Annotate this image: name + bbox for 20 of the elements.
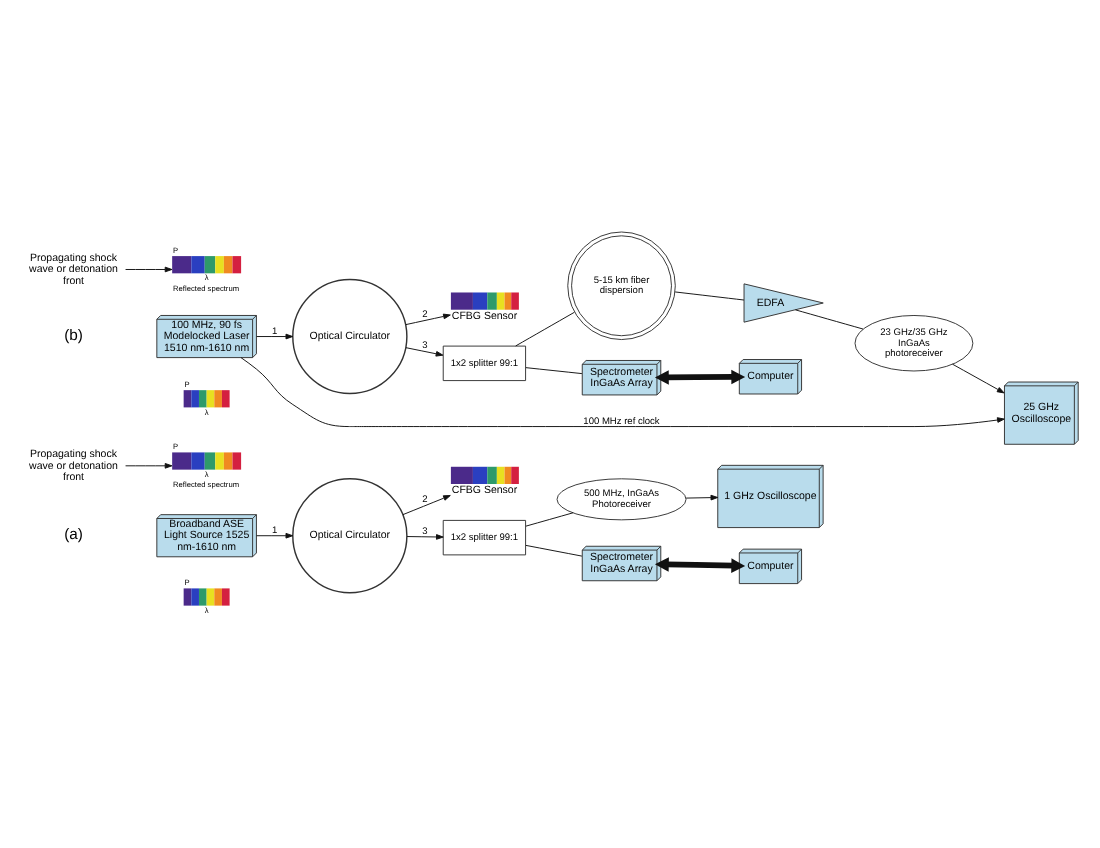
- arrow: [402, 495, 451, 516]
- connector: [515, 311, 575, 347]
- arrow: [654, 369, 746, 385]
- arrow: [125, 266, 173, 273]
- connector: [525, 512, 574, 527]
- connector: [525, 544, 583, 557]
- arrow: [256, 532, 294, 539]
- arrow: [654, 557, 746, 573]
- connector: [525, 367, 583, 375]
- arrow: [405, 313, 451, 326]
- arrow: [256, 333, 294, 340]
- arrow: [952, 363, 1005, 394]
- arrow: [685, 494, 719, 501]
- arrow: [405, 347, 444, 357]
- arrow: [125, 463, 173, 469]
- arrow: [406, 534, 444, 540]
- connector: [674, 291, 745, 301]
- label: (b): [64, 326, 83, 345]
- connector: [794, 309, 864, 330]
- label: (a): [64, 525, 83, 544]
